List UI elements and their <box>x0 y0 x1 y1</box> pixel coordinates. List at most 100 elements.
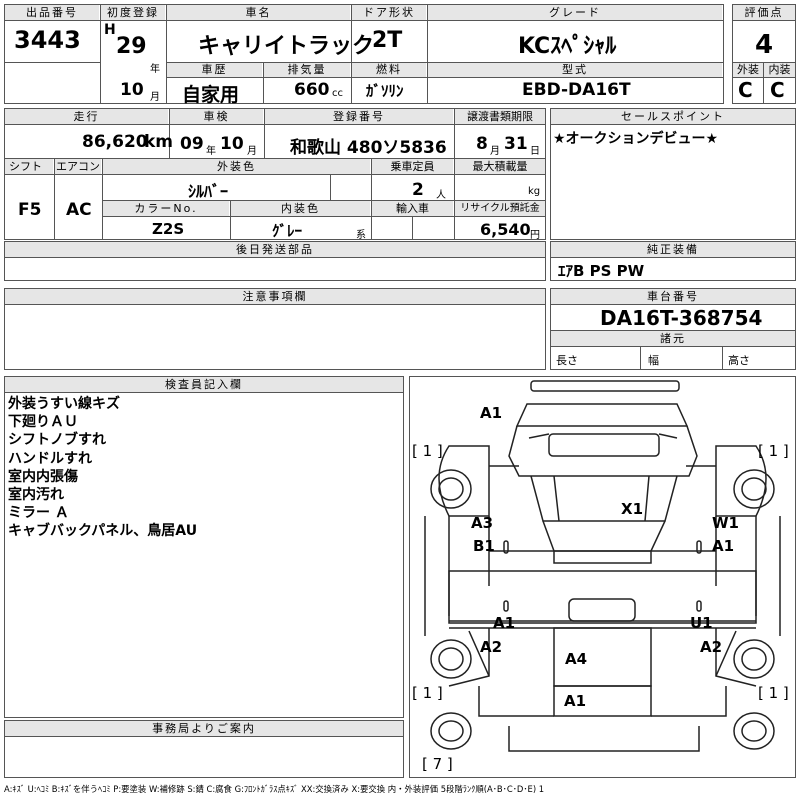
transfer-month: 8 <box>476 134 488 154</box>
notes-header: 注意事項欄 <box>5 289 545 304</box>
parts-header: 後日発送部品 <box>5 242 545 257</box>
chassis-header: 車台番号 <box>551 289 795 304</box>
recycle-header: リサイクル預託金 <box>455 201 545 216</box>
grade-value: KCｽﾍﾟｼｬﾙ <box>518 34 617 59</box>
damage-mark-rear-left: A2 <box>480 638 503 656</box>
sales-point-text: ★オークションデビュー★ <box>553 131 719 147</box>
ac-header: エアコン <box>55 159 101 174</box>
damage-mark-bed-right: U1 <box>690 614 713 632</box>
displacement-header: 排気量 <box>264 62 350 77</box>
capacity-unit: 人 <box>436 190 446 201</box>
equipment-header: 純正装備 <box>551 242 795 257</box>
car-name: キャリイトラック <box>198 34 375 59</box>
ext-color-value: ｼﾙﾊﾞｰ <box>188 182 229 201</box>
inspection-month: 10 <box>220 134 244 154</box>
height-label: 高さ <box>728 354 750 367</box>
inspector-box <box>4 376 404 718</box>
transfer-month-unit: 月 <box>490 146 500 157</box>
parts-box <box>4 241 546 281</box>
tire-rear-left: [ 1 ] <box>412 684 443 702</box>
sales-point-header: セールスポイント <box>551 109 795 124</box>
shift-header: シフト <box>5 159 53 174</box>
first-reg-year: 29 <box>116 34 147 59</box>
transfer-day: 31 <box>504 134 528 154</box>
inspection-month-unit: 月 <box>247 146 257 157</box>
int-color-header: 内装色 <box>231 201 370 216</box>
inspector-note: シフトノブすれ <box>8 432 106 449</box>
damage-mark-bed-floor: A4 <box>565 650 588 668</box>
first-reg-year-unit: 年 <box>150 64 160 75</box>
import-header: 輸入車 <box>372 201 453 216</box>
header-section <box>4 4 796 104</box>
gap-fill <box>724 4 732 104</box>
inspection-year-unit: 年 <box>206 146 216 157</box>
inspector-note: 下廻りＡＵ <box>8 414 78 431</box>
office-header: 事務局よりご案内 <box>5 721 403 736</box>
tire-rear-right: [ 1 ] <box>758 684 789 702</box>
model-value: EBD-DA16T <box>522 80 631 100</box>
capacity-header: 乗車定員 <box>372 159 453 174</box>
int-color-unit: 系 <box>356 230 366 241</box>
registration-number: 和歌山 480ソ5836 <box>290 138 447 158</box>
equipment-value: ｴｱB PS PW <box>558 262 645 280</box>
doors-header: ドア形状 <box>352 5 426 20</box>
office-box <box>4 720 404 778</box>
history-header: 車歴 <box>167 62 262 77</box>
damage-mark-rear-bumper: A1 <box>564 692 587 710</box>
era-letter: H <box>104 22 116 38</box>
recycle-unit: 円 <box>530 230 540 241</box>
score-header: 評価点 <box>733 5 795 20</box>
max-load-header: 最大積載量 <box>455 159 545 174</box>
tire-front-left: [ 1 ] <box>412 442 443 460</box>
chassis-number: DA16T-368754 <box>600 306 763 330</box>
lot-no-header: 出品番号 <box>5 5 99 20</box>
ext-color-header: 外装色 <box>103 159 370 174</box>
ext-grade-value: C <box>738 78 753 102</box>
inspection-header: 車検 <box>170 109 263 124</box>
inspector-note: 外装うすい線キズ <box>8 396 120 412</box>
inspector-notes: 外装うすい線キズ 下廻りＡＵ シフトノブすれ ハンドルすれ 室内内張傷 室内汚れ… <box>8 395 197 541</box>
max-load-unit: kg <box>528 186 541 197</box>
history-value: 自家用 <box>182 84 240 106</box>
car-diagram-svg <box>424 380 781 752</box>
color-no-header: カラーNo. <box>103 201 229 216</box>
first-reg-month: 10 <box>120 80 144 100</box>
displacement-unit: cc <box>332 88 343 99</box>
displacement-value: 660 <box>294 80 330 100</box>
score-value: 4 <box>755 30 774 60</box>
damage-mark-left-door-lower: B1 <box>473 537 495 555</box>
ext-grade-header: 外装 <box>733 62 763 77</box>
legend-footer: A:ｷｽﾞ U:ﾍｺﾐ B:ｷｽﾞを伴うﾍｺﾐ P:要塗装 W:補修跡 S:錆 … <box>4 784 545 794</box>
car-name-header: 車名 <box>167 5 350 20</box>
grade-header: グレード <box>428 5 722 20</box>
notes-box <box>4 288 546 370</box>
damage-mark-rear-right: A2 <box>700 638 723 656</box>
recycle-value: 6,540 <box>480 220 531 239</box>
mileage-value: 86,620 <box>82 132 148 152</box>
capacity-value: 2 <box>412 180 424 200</box>
inspector-header: 検査員記入欄 <box>5 377 403 392</box>
sales-point-box <box>550 108 796 240</box>
equipment-box <box>550 241 796 281</box>
shift-value: F5 <box>18 200 42 220</box>
color-no-value: Z2S <box>152 220 185 238</box>
mileage-header: 走行 <box>5 109 168 124</box>
mileage-unit: km <box>144 132 174 152</box>
damage-mark-right-door-lower: A1 <box>712 537 735 555</box>
ac-value: AC <box>66 200 92 220</box>
model-header: 型式 <box>428 62 722 77</box>
damage-mark-windshield: X1 <box>621 500 644 518</box>
width-label: 幅 <box>648 354 659 367</box>
fuel-value: ｶﾞｿﾘﾝ <box>366 82 404 100</box>
damage-mark-right-door-upper: W1 <box>712 514 739 532</box>
transfer-day-unit: 日 <box>530 146 540 157</box>
inspector-note: ミラー Ａ <box>8 505 69 522</box>
inspector-note: 室内内張傷 <box>8 468 78 485</box>
damage-diagram <box>409 376 796 778</box>
damage-mark-front-top: A1 <box>480 404 503 422</box>
fuel-header: 燃料 <box>352 62 426 77</box>
inspector-note: 室内汚れ <box>8 487 64 504</box>
int-grade-value: C <box>770 78 785 102</box>
inspector-note: キャブバックパネル、鳥居AU <box>8 523 198 540</box>
int-color-value: ｸﾞﾚｰ <box>272 222 303 240</box>
